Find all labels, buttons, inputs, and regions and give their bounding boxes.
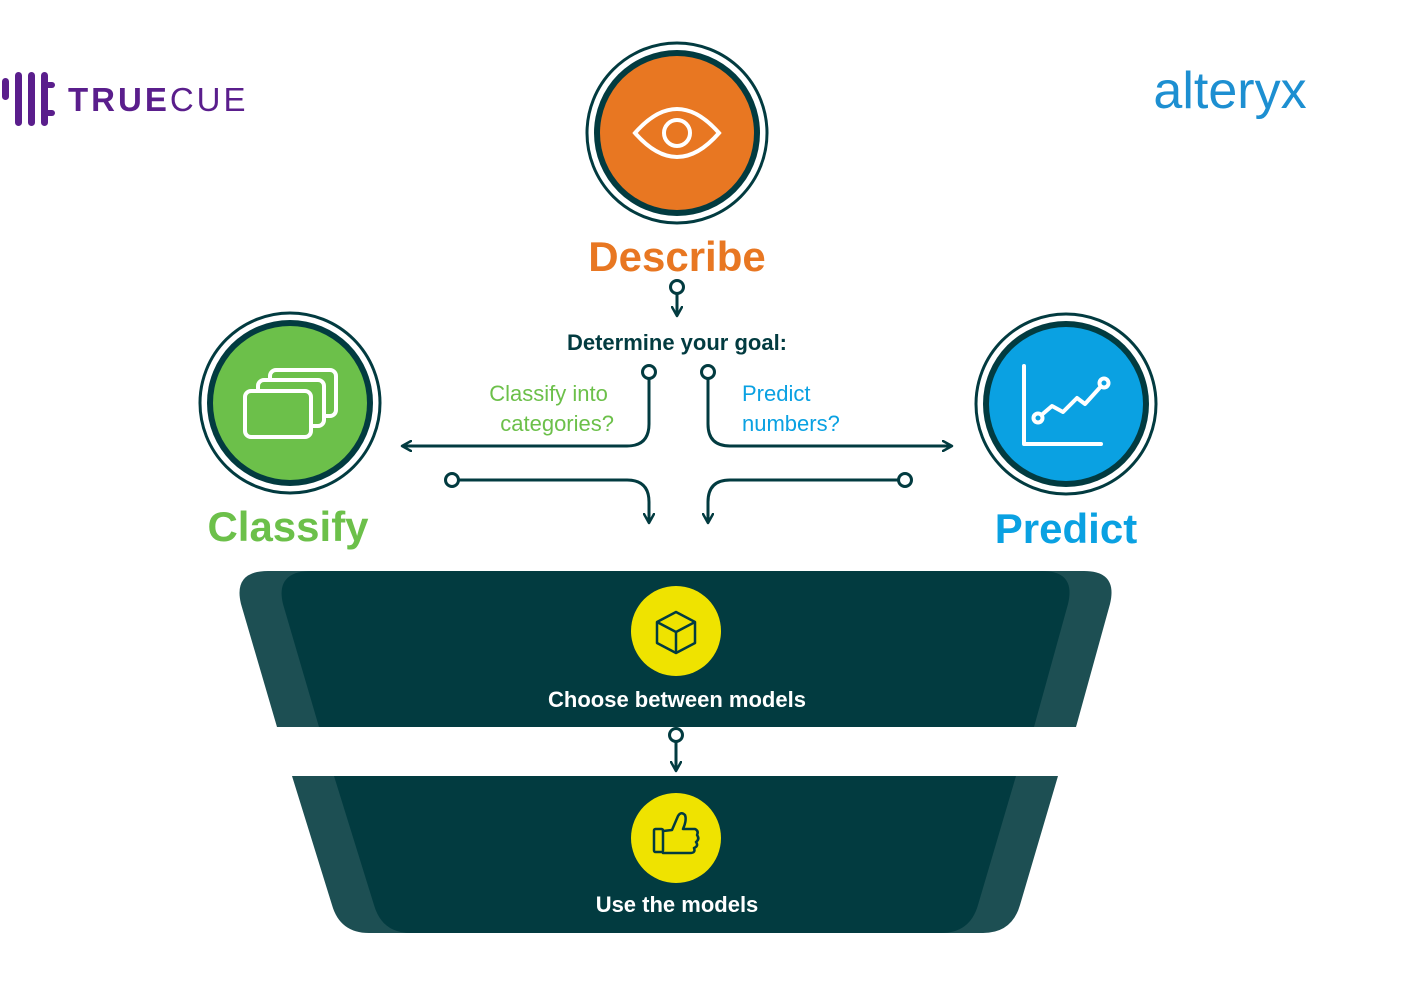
use-models-step: Use the models bbox=[292, 776, 1058, 933]
predict-node bbox=[974, 312, 1158, 496]
predict-question-line-1: Predict bbox=[742, 381, 810, 406]
line-chart-icon bbox=[1022, 364, 1111, 446]
goal-to-classify-connector bbox=[402, 364, 657, 447]
describe-node bbox=[585, 41, 769, 225]
classify-question-line-1: Classify into bbox=[489, 381, 608, 406]
choose-models-label: Choose between models bbox=[548, 687, 806, 712]
describe-label: Describe bbox=[588, 233, 765, 280]
thumbs-up-icon bbox=[652, 812, 700, 855]
use-models-label: Use the models bbox=[596, 892, 759, 917]
classify-to-models-connector bbox=[444, 472, 650, 524]
svg-text:TRUECUE: TRUECUE bbox=[68, 81, 249, 118]
predict-question-line-2: numbers? bbox=[742, 411, 840, 436]
classify-question: Classify into categories? bbox=[489, 381, 614, 436]
describe-to-goal-connector bbox=[669, 279, 685, 317]
classify-node bbox=[198, 311, 382, 495]
predict-question: Predict numbers? bbox=[742, 381, 840, 436]
choose-to-use-connector bbox=[668, 727, 684, 772]
classify-label: Classify bbox=[207, 503, 369, 550]
choose-models-step: Choose between models bbox=[239, 571, 1112, 727]
goal-to-predict-connector bbox=[700, 364, 953, 447]
truecue-logo-mark bbox=[2, 72, 55, 126]
thumbs-up-icon-badge bbox=[631, 793, 721, 883]
cards-icon bbox=[243, 368, 338, 439]
cube-icon bbox=[655, 610, 697, 655]
classify-question-line-2: categories? bbox=[500, 411, 614, 436]
alteryx-logo: alteryx bbox=[1153, 62, 1306, 120]
truecue-logo: TRUECUE bbox=[2, 72, 249, 126]
goal-prompt: Determine your goal: bbox=[567, 330, 787, 355]
predict-label: Predict bbox=[995, 505, 1137, 552]
predict-to-models-connector bbox=[708, 472, 913, 524]
truecue-logo-text-light: CUE bbox=[170, 81, 249, 118]
eye-icon bbox=[632, 107, 722, 159]
truecue-logo-text-bold: TRUE bbox=[68, 81, 170, 118]
